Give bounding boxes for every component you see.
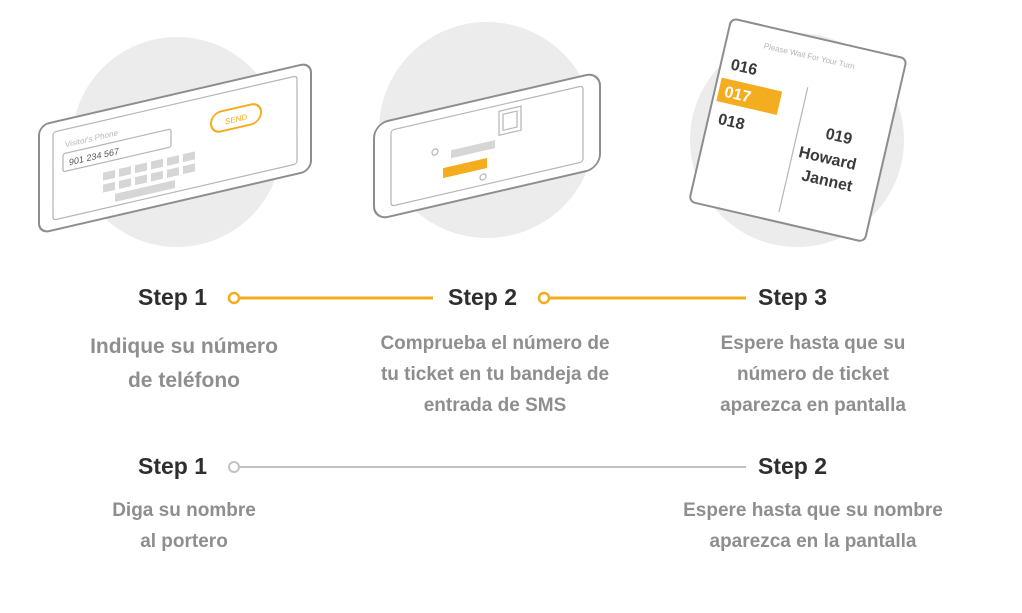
- desc-line: Indique su número: [90, 335, 278, 358]
- desc-line: de teléfono: [127, 369, 240, 392]
- phone-highlight-bar: [443, 158, 487, 179]
- desc-line: tu ticket en tu bandeja de: [380, 364, 610, 385]
- flow1-step2-desc: Comprueba el número de tu ticket en tu b…: [350, 328, 640, 421]
- phone-message-bar: [451, 140, 495, 159]
- flow1-step1-node: [227, 291, 241, 305]
- illustrations: Visitor's Phone 901 234 567 SEND: [38, 18, 907, 247]
- desc-line: al portero: [140, 531, 228, 552]
- flow1-step3-label: Step 3: [758, 284, 828, 310]
- tablet-send-button: [210, 103, 262, 133]
- flow1-step1-desc: Indique su número de teléfono: [64, 330, 304, 398]
- desc-line: Comprueba el número de: [380, 333, 610, 354]
- flow1-timeline: [227, 291, 746, 305]
- flow1-step3-desc: Espere hasta que su número de ticket apa…: [668, 328, 958, 421]
- desc-line: Espere hasta que su: [720, 333, 906, 354]
- desc-line: entrada de SMS: [423, 395, 567, 416]
- phone-illustration: [373, 22, 601, 238]
- flow2-step1-desc: Diga su nombre al portero: [64, 495, 304, 557]
- flow2-step2-label: Step 2: [758, 453, 828, 479]
- flow2-step1-label: Step 1: [138, 453, 208, 479]
- desc-line: Espere hasta que su nombre: [683, 500, 943, 521]
- flow2-step2-desc: Espere hasta que su nombre aparezca en l…: [648, 495, 978, 557]
- queue-number-1: 016: [729, 57, 759, 80]
- desc-line: Diga su nombre: [112, 500, 256, 521]
- queue-highlight: [716, 77, 783, 115]
- flow1-step2-label: Step 2: [448, 284, 518, 310]
- flow2-timeline: [228, 461, 746, 473]
- screen-illustration: Please Wait For Your Turn 016 017 018 01…: [689, 18, 907, 247]
- queue-number-2: 017: [723, 84, 753, 107]
- current-number: 019: [824, 126, 854, 149]
- desc-line: aparezca en pantalla: [720, 395, 906, 416]
- desc-line: aparezca en la pantalla: [709, 531, 917, 552]
- tablet-keyboard: [103, 151, 195, 202]
- queue-number-3: 018: [716, 111, 746, 134]
- desc-line: número de ticket: [736, 364, 890, 385]
- flow2-step1-node: [228, 461, 240, 473]
- flow1-step2-node: [537, 291, 551, 305]
- tablet-illustration: Visitor's Phone 901 234 567 SEND: [38, 37, 312, 247]
- flow1-step1-label: Step 1: [138, 284, 208, 310]
